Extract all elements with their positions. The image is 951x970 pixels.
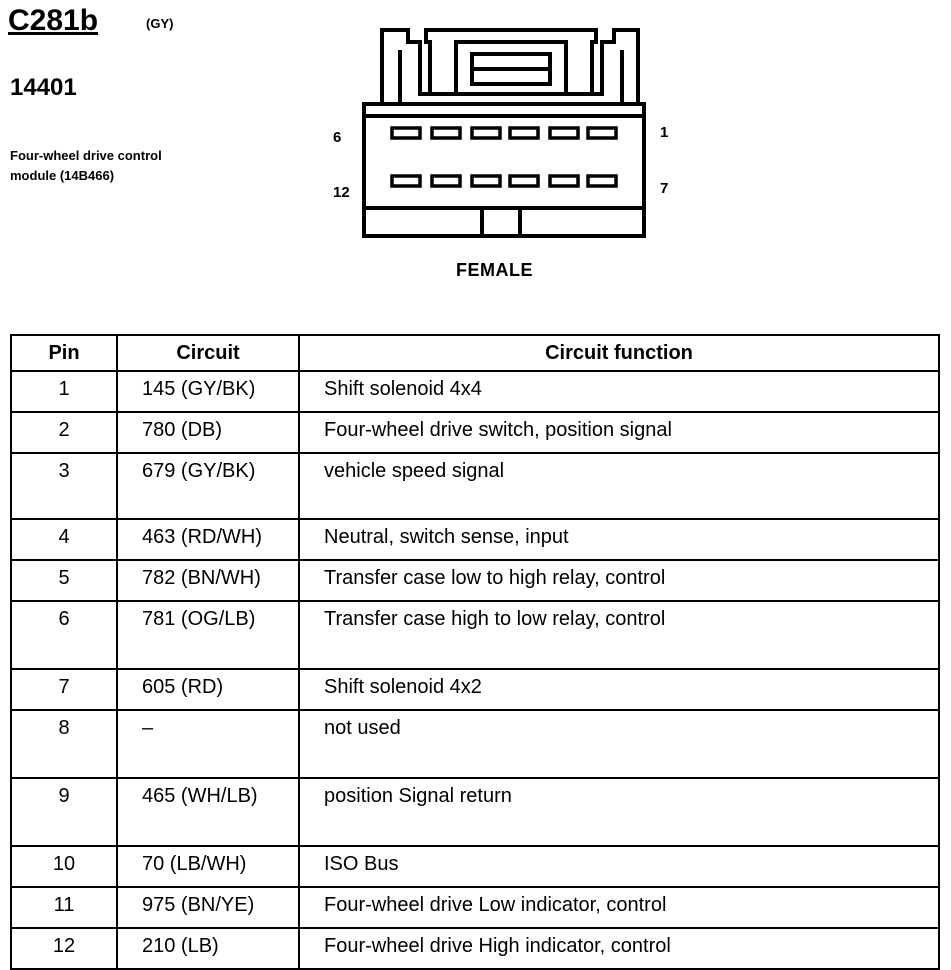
circuit-cell: 781 (OG/LB) <box>116 600 300 670</box>
header-circuit-function: Circuit function <box>298 334 940 372</box>
function-cell: vehicle speed signal <box>298 452 940 520</box>
circuit-cell: 70 (LB/WH) <box>116 845 300 888</box>
circuit-cell: 605 (RD) <box>116 668 300 711</box>
circuit-cell: 782 (BN/WH) <box>116 559 300 602</box>
pin-cell: 5 <box>10 559 118 602</box>
description-line-1: Four-wheel drive control <box>10 148 162 163</box>
function-cell: Transfer case low to high relay, control <box>298 559 940 602</box>
connector-description: Four-wheel drive control module (14B466) <box>10 146 162 186</box>
table-row: 12 210 (LB) Four-wheel drive High indica… <box>10 927 940 970</box>
function-cell: Neutral, switch sense, input <box>298 518 940 561</box>
function-cell: position Signal return <box>298 777 940 847</box>
table-row: 11 975 (BN/YE) Four-wheel drive Low indi… <box>10 886 940 929</box>
table-row: 9 465 (WH/LB) position Signal return <box>10 777 940 847</box>
circuit-cell: 210 (LB) <box>116 927 300 970</box>
connector-color: (GY) <box>146 16 174 31</box>
table-row: 6 781 (OG/LB) Transfer case high to low … <box>10 600 940 670</box>
part-number: 14401 <box>10 74 77 101</box>
description-line-2: module (14B466) <box>10 168 115 183</box>
function-cell: ISO Bus <box>298 845 940 888</box>
cavity-label-12: 12 <box>333 184 350 201</box>
circuit-cell: 463 (RD/WH) <box>116 518 300 561</box>
function-cell: Four-wheel drive Low indicator, control <box>298 886 940 929</box>
pin-cell: 8 <box>10 709 118 779</box>
header-circuit: Circuit <box>116 334 300 372</box>
table-row: 10 70 (LB/WH) ISO Bus <box>10 845 940 888</box>
pin-cell: 4 <box>10 518 118 561</box>
table-row: 1 145 (GY/BK) Shift solenoid 4x4 <box>10 370 940 413</box>
function-cell: Shift solenoid 4x4 <box>298 370 940 413</box>
connector-face-diagram <box>362 28 646 238</box>
pin-cell: 10 <box>10 845 118 888</box>
circuit-cell: 465 (WH/LB) <box>116 777 300 847</box>
cavity-label-7: 7 <box>660 180 669 197</box>
pin-cell: 2 <box>10 411 118 454</box>
circuit-cell: 145 (GY/BK) <box>116 370 300 413</box>
function-cell: Transfer case high to low relay, control <box>298 600 940 670</box>
pin-cell: 12 <box>10 927 118 970</box>
circuit-cell: 679 (GY/BK) <box>116 452 300 520</box>
circuit-cell: – <box>116 709 300 779</box>
function-cell: not used <box>298 709 940 779</box>
pin-cell: 11 <box>10 886 118 929</box>
function-cell: Four-wheel drive High indicator, control <box>298 927 940 970</box>
pin-cell: 1 <box>10 370 118 413</box>
table-row: 2 780 (DB) Four-wheel drive switch, posi… <box>10 411 940 454</box>
function-cell: Shift solenoid 4x2 <box>298 668 940 711</box>
table-row: 5 782 (BN/WH) Transfer case low to high … <box>10 559 940 602</box>
table-row: 3 679 (GY/BK) vehicle speed signal <box>10 452 940 520</box>
table-row: 4 463 (RD/WH) Neutral, switch sense, inp… <box>10 518 940 561</box>
circuit-cell: 975 (BN/YE) <box>116 886 300 929</box>
connector-gender: FEMALE <box>456 260 533 280</box>
pin-cell: 6 <box>10 600 118 670</box>
connector-id: C281b <box>8 4 99 37</box>
pin-cell: 9 <box>10 777 118 847</box>
cavity-label-1: 1 <box>660 124 669 141</box>
header-pin: Pin <box>10 334 118 372</box>
pin-cell: 7 <box>10 668 118 711</box>
cavity-label-6: 6 <box>333 129 342 146</box>
circuit-cell: 780 (DB) <box>116 411 300 454</box>
pin-cell: 3 <box>10 452 118 520</box>
function-cell: Four-wheel drive switch, position signal <box>298 411 940 454</box>
table-row: 7 605 (RD) Shift solenoid 4x2 <box>10 668 940 711</box>
pinout-table: Pin Circuit Circuit function 1 145 (GY/B… <box>10 334 940 970</box>
table-row: 8 – not used <box>10 709 940 779</box>
